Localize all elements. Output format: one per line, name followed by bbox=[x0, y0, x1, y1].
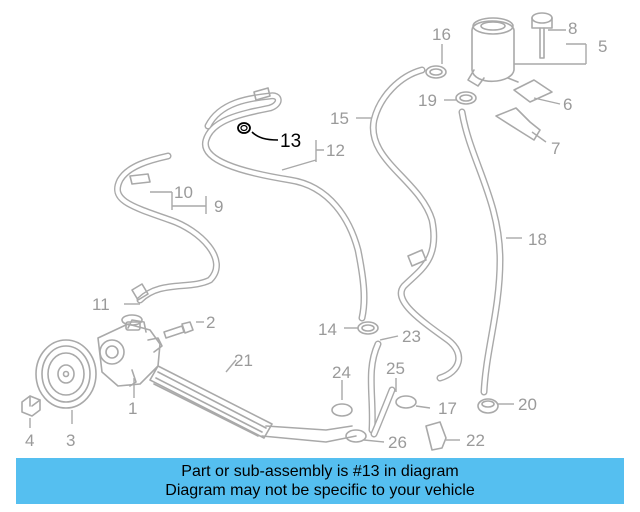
callout-11: 11 bbox=[92, 295, 110, 314]
seal-ring bbox=[237, 122, 251, 134]
banner-line-1: Part or sub-assembly is #13 in diagram bbox=[181, 463, 459, 480]
suction-hose bbox=[458, 108, 504, 396]
banner-line-2: Diagram may not be specific to your vehi… bbox=[165, 482, 475, 499]
callout-7: 7 bbox=[551, 139, 560, 158]
reservoir-cap bbox=[531, 12, 553, 59]
callout-9: 9 bbox=[214, 197, 223, 216]
callout-2: 2 bbox=[206, 313, 215, 332]
callout-24: 24 bbox=[332, 363, 351, 382]
pulley bbox=[35, 339, 97, 409]
callout-10: 10 bbox=[174, 183, 193, 202]
callout-lines bbox=[29, 29, 587, 443]
hose-clamp-16 bbox=[425, 65, 447, 79]
hose-clamp-14 bbox=[357, 321, 379, 335]
hose-clamp-26 bbox=[345, 429, 367, 443]
callout-18: 18 bbox=[528, 230, 547, 249]
callout-13: 13 bbox=[280, 131, 301, 152]
callout-16: 16 bbox=[432, 25, 451, 44]
callout-4: 4 bbox=[25, 431, 34, 450]
reservoir bbox=[467, 17, 519, 87]
callout-5: 5 bbox=[598, 37, 607, 56]
pressure-line bbox=[201, 87, 368, 322]
callout-19: 19 bbox=[418, 91, 437, 110]
oil-cooler bbox=[149, 365, 357, 443]
hose-cap bbox=[477, 398, 499, 414]
hose-clamp-24 bbox=[331, 403, 353, 417]
callout-23: 23 bbox=[402, 327, 421, 346]
callout-8: 8 bbox=[568, 19, 577, 38]
cooler-hose bbox=[367, 340, 382, 434]
hose-bracket bbox=[425, 421, 447, 451]
hose-clamp-19 bbox=[455, 91, 477, 105]
callout-3: 3 bbox=[66, 431, 75, 450]
callout-14: 14 bbox=[318, 320, 337, 339]
highlight-leader bbox=[251, 131, 279, 141]
callout-21: 21 bbox=[234, 351, 253, 370]
callout-1: 1 bbox=[128, 399, 137, 418]
callout-12: 12 bbox=[326, 141, 345, 160]
hose-clamp-17 bbox=[395, 395, 417, 409]
cooler-return-hose bbox=[370, 386, 396, 438]
callout-6: 6 bbox=[563, 95, 572, 114]
callout-17: 17 bbox=[438, 399, 457, 418]
pump-o-ring bbox=[121, 314, 143, 326]
pressure-hose bbox=[114, 152, 220, 304]
callout-22: 22 bbox=[466, 431, 485, 450]
pulley-bolt bbox=[21, 395, 41, 417]
reservoir-bracket bbox=[495, 79, 553, 141]
callout-15: 15 bbox=[330, 109, 349, 128]
return-hose bbox=[369, 66, 463, 382]
callout-20: 20 bbox=[518, 395, 537, 414]
callout-26: 26 bbox=[388, 433, 407, 452]
pump-bolt bbox=[163, 321, 194, 339]
callout-25: 25 bbox=[386, 359, 405, 378]
info-banner: Part or sub-assembly is #13 in diagram D… bbox=[16, 458, 624, 504]
